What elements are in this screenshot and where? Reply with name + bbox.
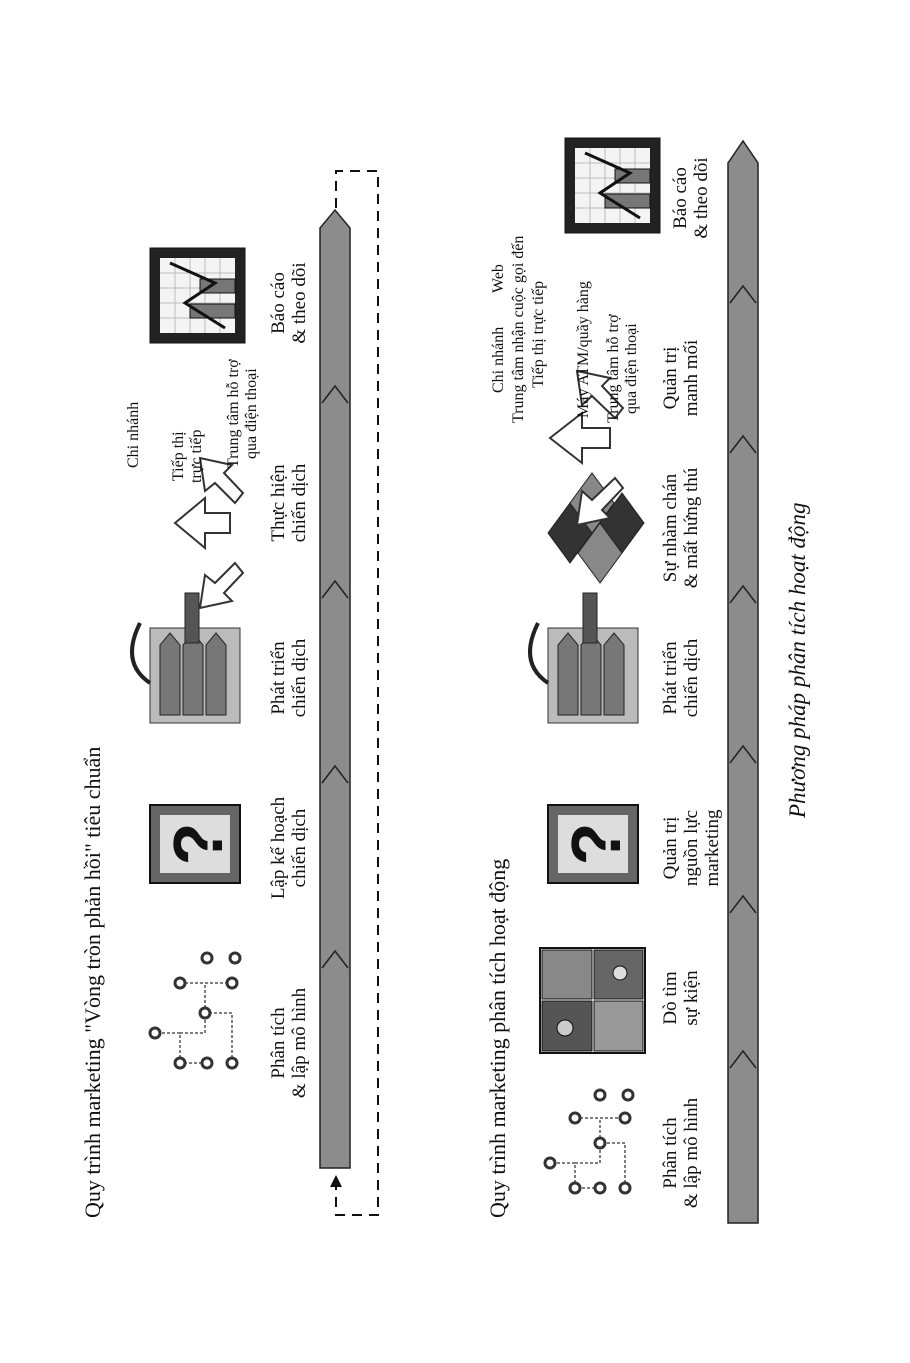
figure-caption: Phương pháp phân tích hoạt động <box>785 503 811 819</box>
d2-step-5-line2: & mất hứng thú <box>681 468 702 589</box>
svg-text:?: ? <box>557 823 635 866</box>
d2-channel-web: Web <box>490 264 508 293</box>
d2-step-4-line2: chiến dịch <box>681 639 702 718</box>
d2-step-6-line2: manh mối <box>681 340 702 417</box>
d2-step-6-line1: Quản trị <box>660 340 681 417</box>
d2-channel-direct: Tiếp thị trực tiếp <box>530 281 548 388</box>
network-nodes-icon <box>545 1090 633 1193</box>
development-arrows-icon <box>530 593 638 723</box>
d2-step-4-line1: Phát triển <box>660 639 681 718</box>
d2-step-3-line3: marketing <box>702 809 723 886</box>
d2-step-3-label: Quản trị nguồn lực marketing <box>660 809 723 886</box>
d2-step-4-label: Phát triển chiến dịch <box>660 639 702 718</box>
d2-step-3-line1: Quản trị <box>660 809 681 886</box>
d2-step-6-label: Quản trị manh mối <box>660 340 702 417</box>
event-photos-icon <box>540 948 645 1053</box>
process-arrow-2 <box>728 141 758 1223</box>
d2-step-2-line2: sự kiện <box>681 970 702 1025</box>
d2-step-7-line1: Báo cáo <box>670 157 691 238</box>
d2-step-1-label: Phân tích & lập mô hình <box>660 1098 702 1208</box>
report-chart-icon <box>565 138 660 233</box>
d2-channel-phone-line2: qua điện thoại <box>623 314 641 423</box>
d2-step-2-line1: Dò tìm <box>660 970 681 1025</box>
d2-channel-branch: Chi nhánh <box>490 327 508 393</box>
d2-step-1-line1: Phân tích <box>660 1098 681 1208</box>
d2-channel-call-center: Trung tâm nhận cuộc gọi đến <box>510 236 528 423</box>
checker-diamonds-icon <box>548 473 644 583</box>
d2-step-2-label: Dò tìm sự kiện <box>660 970 702 1025</box>
d2-step-7-line2: & theo dõi <box>691 157 712 238</box>
d2-channel-atm: Máy ATM/quầy hàng <box>575 281 593 418</box>
question-mark-icon: ? <box>548 805 638 883</box>
d2-step-1-line2: & lập mô hình <box>681 1098 702 1208</box>
d2-step-5-label: Sự nhàm chán & mất hứng thú <box>660 468 702 589</box>
d2-channel-phone-line1: Trung tâm hỗ trợ <box>605 314 623 423</box>
d2-step-7-label: Báo cáo & theo dõi <box>670 157 712 238</box>
d2-channel-phone: Trung tâm hỗ trợ qua điện thoại <box>605 314 641 423</box>
d2-step-3-line2: nguồn lực <box>681 809 702 886</box>
d2-step-5-line1: Sự nhàm chán <box>660 468 681 589</box>
